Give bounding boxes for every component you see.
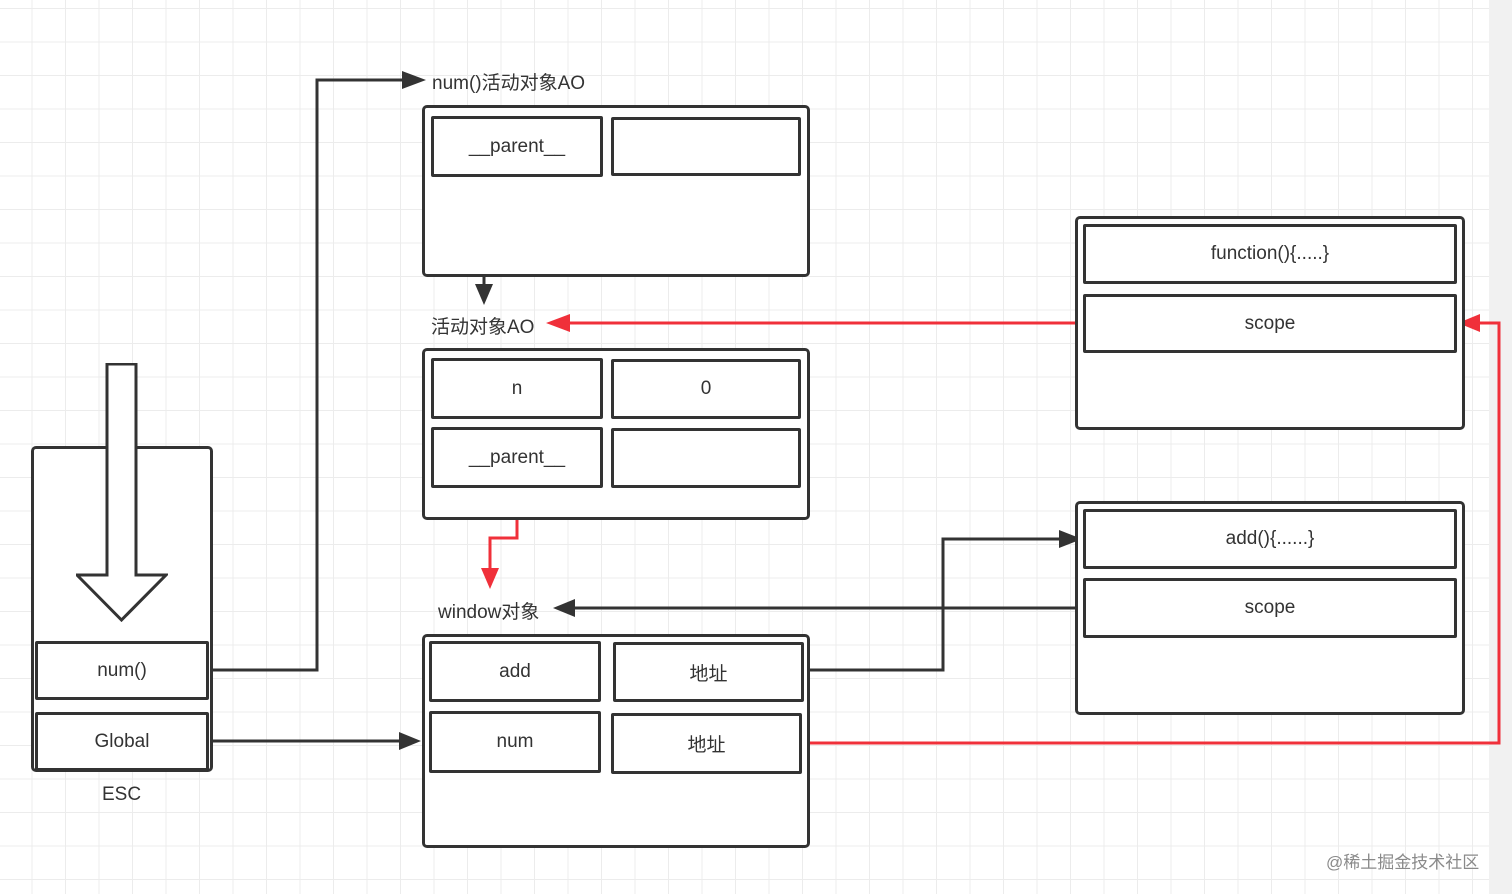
arrowhead-ao-label [475,284,493,305]
cell-text: scope [1244,312,1296,334]
esc-frame-label: Global [94,730,150,752]
ao-n-key[interactable]: n [431,358,603,419]
cell-text: 地址 [689,663,728,685]
wire-add-address-to-add-fn [803,537,1062,672]
cell-text: scope [1244,597,1296,618]
ao-parent-key[interactable]: __parent__ [431,427,603,488]
cell-text: __parent__ [468,446,566,468]
cell-text: function(){.....} [1210,243,1330,264]
num-ao-parent-key[interactable]: __parent__ [431,116,603,177]
esc-frame-global[interactable]: Global [35,712,209,771]
cell-text: n [511,377,523,399]
func-body[interactable]: function(){.....} [1083,224,1457,284]
stack-push-arrow-icon [76,363,168,623]
arrowhead-window-from-scope [553,599,575,617]
window-label: window对象 [438,602,540,623]
esc-frame-num[interactable]: num() [35,641,209,700]
esc-label: ESC [102,784,142,805]
cell-text: 地址 [687,735,726,756]
func-scope[interactable]: scope [1083,294,1457,353]
ao-parent-value[interactable] [611,428,801,488]
cell-text: __parent__ [468,135,566,157]
arrowhead-window-box [399,732,421,750]
cell-text: add(){......} [1225,528,1315,549]
arrowhead-ao-from-scope [546,314,570,332]
cell-text: add [499,660,531,682]
watermark: @稀土掘金技术社区 [1326,853,1480,872]
window-num-key[interactable]: num [429,711,601,773]
window-add-key[interactable]: add [429,641,601,702]
num-ao-title: num()活动对象AO [432,73,586,94]
esc-frame-label: num() [97,659,147,681]
ao-label: 活动对象AO [431,317,535,338]
add-body[interactable]: add(){......} [1083,509,1457,569]
add-scope[interactable]: scope [1083,578,1457,638]
wire-num-frame-to-num-ao [210,78,405,672]
window-num-value[interactable]: 地址 [611,713,802,774]
right-edge-strip [1489,0,1512,894]
num-ao-parent-value[interactable] [611,117,801,176]
cell-text: 0 [700,378,712,399]
window-add-value[interactable]: 地址 [613,642,804,702]
ao-n-value[interactable]: 0 [611,359,801,419]
arrowhead-num-ao [402,71,426,89]
arrowhead-window-label [481,568,499,589]
cell-text: num [496,731,534,752]
